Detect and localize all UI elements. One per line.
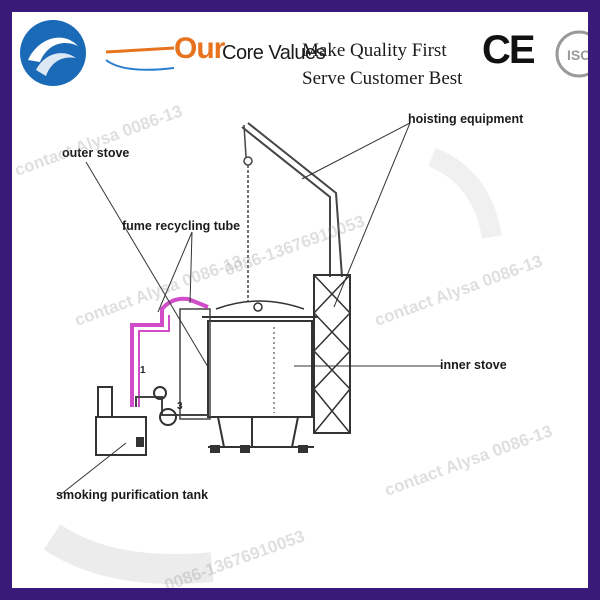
leader-hoisting-1 <box>301 122 411 180</box>
leader-hoisting-2 <box>333 122 411 308</box>
ce-mark: CE <box>482 28 536 72</box>
inner-stove <box>202 300 318 453</box>
smoking-furnace-diagram: 1 3 <box>43 122 502 584</box>
smoking-purification-tank <box>95 386 147 456</box>
outer-stove <box>179 308 211 420</box>
label-smoking-purification-tank: smoking purification tank <box>56 488 209 502</box>
hoisting-equipment <box>241 122 352 434</box>
slogan-line-2: Serve Customer Best <box>302 68 463 89</box>
iso-seal-icon: ISO <box>555 30 591 78</box>
leader-fume-2 <box>189 231 193 304</box>
brand-swoosh-icon <box>105 46 175 71</box>
background-arc <box>43 524 214 584</box>
label-outer-stove: outer stove <box>62 146 130 160</box>
marker-1: 1 <box>140 365 146 376</box>
leader-fume-1 <box>157 231 193 313</box>
fume-recycling-tube <box>130 296 209 426</box>
marker-3: 3 <box>177 401 183 412</box>
leader-outer-stove <box>85 161 209 368</box>
brand-core-values: Core Values <box>222 42 326 64</box>
label-inner-stove: inner stove <box>440 358 507 372</box>
leader-lines <box>59 122 442 496</box>
slogan-line-1: Make Quality First <box>302 40 447 61</box>
label-hoisting-equipment: hoisting equipment <box>408 112 524 126</box>
label-fume-recycling-tube: fume recycling tube <box>122 219 241 233</box>
company-logo-icon <box>20 20 86 86</box>
iso-text: ISO <box>567 47 591 63</box>
leader-tank <box>59 442 127 496</box>
background-arc <box>427 147 502 239</box>
header-banner: Our Core Values Make Quality First Serve… <box>12 12 588 97</box>
brand-word: Our <box>174 32 225 65</box>
